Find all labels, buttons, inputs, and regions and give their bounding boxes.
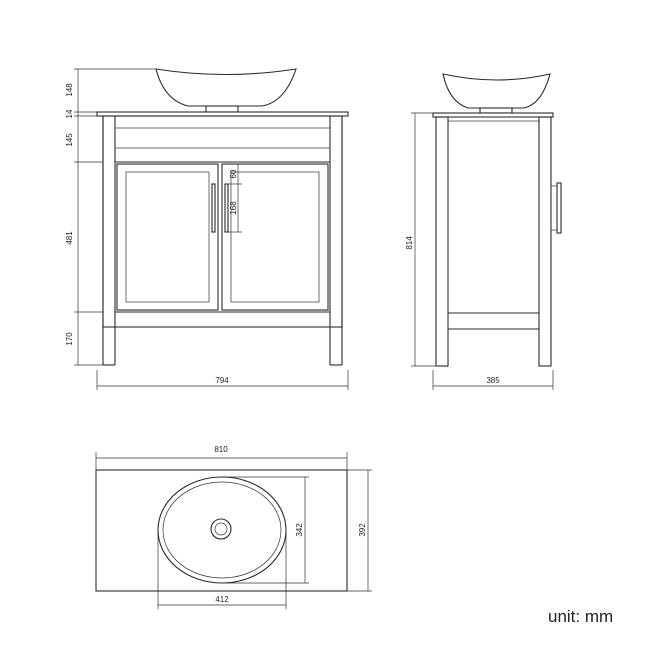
unit-label: unit: mm <box>548 607 614 626</box>
dim-481: 481 <box>65 231 74 245</box>
front-countertop <box>96 111 349 117</box>
side-view: 814 385 <box>405 73 562 390</box>
dim-342: 342 <box>295 523 304 537</box>
dim-794: 794 <box>215 376 229 385</box>
side-handle <box>556 182 562 234</box>
front-right-door <box>221 163 329 311</box>
front-left-handle <box>211 183 216 233</box>
dim-810: 810 <box>214 445 228 454</box>
front-left-door <box>116 163 219 311</box>
side-left-leg <box>435 116 449 367</box>
side-panel <box>447 116 540 122</box>
dim-412: 412 <box>215 595 229 604</box>
top-view: 810 392 342 412 <box>95 445 372 609</box>
dim-168: 168 <box>229 201 238 215</box>
front-top-rail <box>114 127 331 149</box>
dim-14: 14 <box>65 109 74 118</box>
drain-inner <box>214 522 228 536</box>
dim-148: 148 <box>65 83 74 97</box>
front-basin-base <box>205 105 239 113</box>
top-countertop <box>95 469 348 592</box>
front-basin <box>155 68 297 107</box>
dim-392: 392 <box>358 523 367 537</box>
side-right-leg <box>538 116 552 367</box>
dim-145: 145 <box>65 133 74 147</box>
side-countertop <box>432 112 554 118</box>
side-basin <box>442 73 551 109</box>
dim-60: 60 <box>229 169 238 178</box>
top-basin-inner <box>162 481 282 579</box>
dim-170: 170 <box>65 332 74 346</box>
dim-814: 814 <box>405 236 414 250</box>
front-right-handle <box>224 183 229 233</box>
dim-385: 385 <box>486 376 500 385</box>
front-view: 148 14 145 481 170 60 168 794 <box>65 68 349 390</box>
top-basin-outer <box>157 476 287 584</box>
drain-outer <box>210 518 232 540</box>
